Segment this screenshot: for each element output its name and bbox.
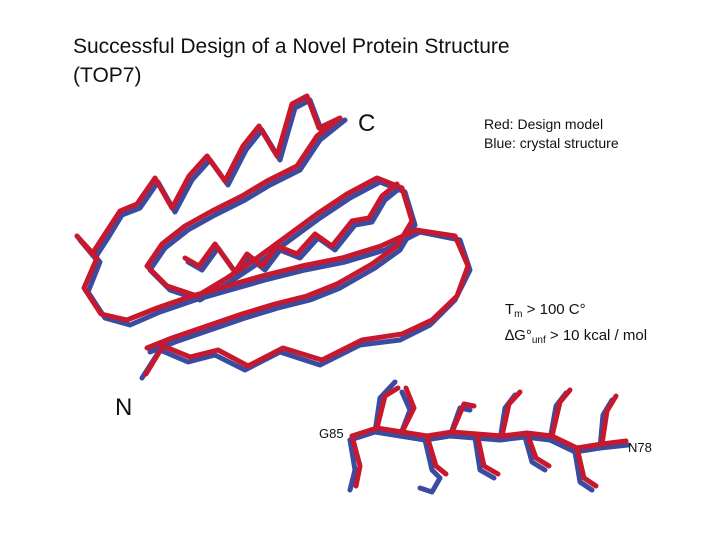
stability-stats: Tm > 100 C° ∆G°unf > 10 kcal / mol [505, 299, 647, 351]
color-legend: Red: Design model Blue: crystal structur… [484, 115, 619, 153]
title-line-1: Successful Design of a Novel Protein Str… [73, 35, 510, 58]
n-terminus-label: N [115, 394, 133, 421]
c-terminus-label: C [358, 110, 376, 137]
design-side-chains [349, 385, 629, 489]
slide-title: Successful Design of a Novel Protein Str… [73, 32, 633, 90]
unfolding-free-energy: ∆G°unf > 10 kcal / mol [505, 327, 648, 346]
legend-blue: Blue: crystal structure [484, 135, 619, 151]
residue-n78-label: N78 [628, 440, 652, 455]
residue-g85-label: G85 [319, 426, 344, 441]
melting-temperature: Tm > 100 C° [505, 301, 586, 320]
crystal-structure-backbone [77, 97, 473, 381]
design-model-backbone [74, 93, 471, 377]
title-line-2: (TOP7) [73, 64, 142, 87]
legend-red: Red: Design model [484, 116, 604, 132]
